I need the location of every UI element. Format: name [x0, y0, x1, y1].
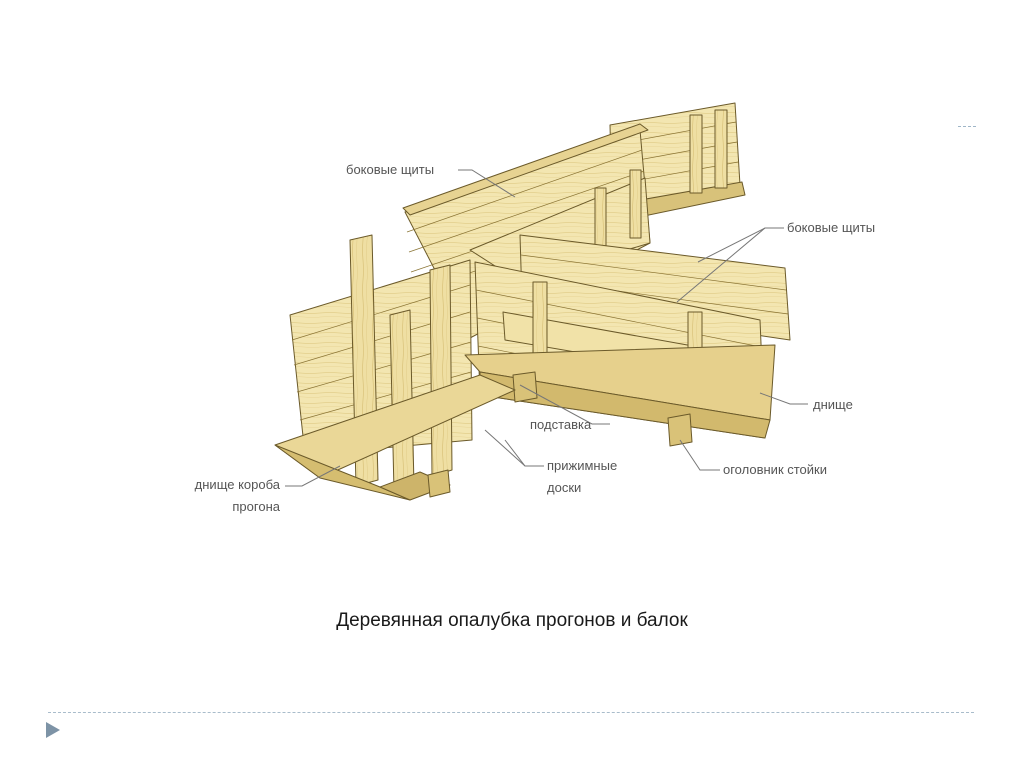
girder-stud-2 [629, 169, 642, 239]
end-post-3 [429, 264, 453, 477]
leader-girder-box-bottom [285, 465, 341, 487]
decorative-dash-top [958, 126, 976, 127]
leader-side-panels-right-1 [697, 227, 784, 263]
label-girder-box-bottom-line1: днище короба [194, 477, 280, 492]
label-post-head: оголовник стойки [723, 462, 827, 477]
label-side-panels-left: боковые щиты [346, 162, 435, 177]
label-clamp-boards-line2: доски [547, 480, 582, 495]
leader-side-panels-right-2 [676, 227, 784, 303]
leader-bottom [759, 392, 808, 405]
post-head-block [667, 413, 693, 447]
label-girder-box-bottom-line2: прогона [232, 499, 280, 514]
leader-post-head [679, 439, 720, 471]
leader-side-panels-left [458, 169, 516, 198]
leader-clamp-2 [484, 429, 544, 467]
back-stud-1 [689, 114, 703, 194]
triangle-right-icon[interactable] [46, 722, 60, 738]
label-side-panels-right: боковые щиты [787, 220, 876, 235]
label-clamp-boards-line1: прижимные [547, 458, 618, 473]
back-stud-2 [714, 109, 728, 189]
leader-support [519, 384, 610, 425]
slide-caption: Деревянная опалубка прогонов и балок [336, 610, 688, 631]
girder-stud-1 [594, 187, 607, 247]
label-support: подставка [530, 417, 592, 432]
decorative-dash-bottom [48, 712, 974, 713]
label-bottom: днище [813, 397, 853, 412]
support-block [512, 371, 538, 403]
girder-top-edge [402, 123, 649, 216]
girder-end-block [427, 469, 451, 498]
